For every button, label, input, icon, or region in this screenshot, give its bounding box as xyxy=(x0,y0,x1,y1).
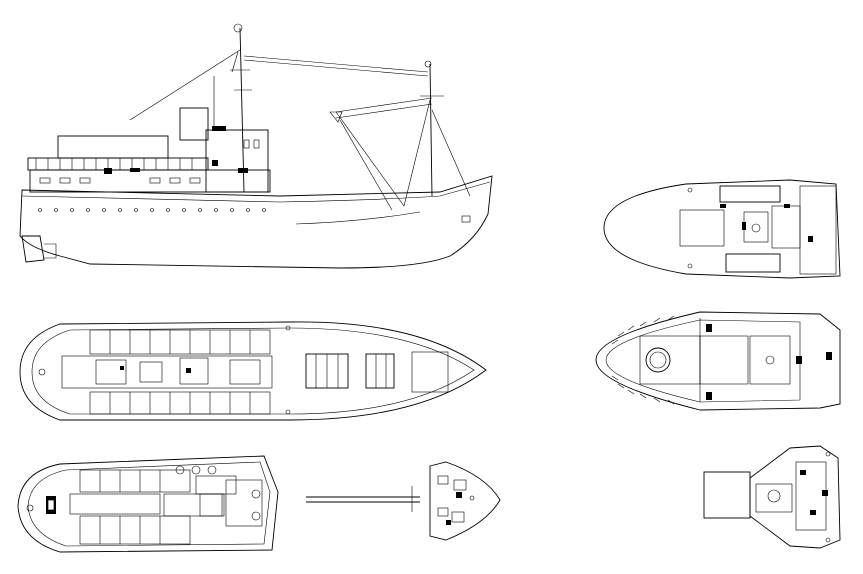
rudder xyxy=(44,243,57,259)
superstructure-windows xyxy=(39,139,260,184)
upper-deck-cabins xyxy=(61,329,273,415)
compass-deck-outline xyxy=(749,445,841,549)
side-elevation xyxy=(19,23,493,269)
rigging-forestay xyxy=(243,55,429,77)
bulwark-hatching xyxy=(611,315,675,405)
portholes xyxy=(38,208,266,212)
superstructure-rail xyxy=(27,157,209,171)
upper-deck-outline xyxy=(19,321,487,421)
main-deck-outline xyxy=(17,455,279,553)
fore-peak-outline xyxy=(429,461,501,541)
bridge-windows xyxy=(212,126,226,131)
forecastle-outline xyxy=(595,311,841,411)
forecastle-house-upper xyxy=(411,351,449,393)
stern-counter xyxy=(21,235,45,263)
compass-deck-plan xyxy=(703,445,841,549)
bridge-house xyxy=(205,129,269,193)
bridge-deck-outline xyxy=(603,179,841,279)
sheer-line xyxy=(21,181,491,203)
masthead-light xyxy=(233,23,243,33)
compass xyxy=(767,489,781,503)
rigging-aft xyxy=(129,49,241,130)
cargo-derricks xyxy=(335,97,471,211)
boat-deckhouse xyxy=(57,135,169,159)
bridge-rooms xyxy=(679,185,837,275)
upper-deck-plan xyxy=(19,321,487,421)
fore-peak-details xyxy=(411,475,475,525)
forecastle-plan xyxy=(595,311,841,411)
main-deck-rooms xyxy=(69,469,263,545)
railing-stanchions xyxy=(35,158,193,170)
lifeboat-starboard xyxy=(725,253,781,273)
mooring-bitts xyxy=(175,465,261,521)
rub-rail xyxy=(295,211,421,225)
bridge-deck-plan xyxy=(603,179,841,279)
main-mast xyxy=(239,27,245,193)
cargo-hatches xyxy=(305,353,395,389)
funnel xyxy=(179,107,209,141)
hull-outline xyxy=(19,175,493,269)
anchor-winch xyxy=(645,347,671,373)
wheelhouse-aft-block xyxy=(703,471,751,519)
shaft-line xyxy=(306,496,420,503)
tween-deck-plan xyxy=(306,461,501,541)
main-deck-plan xyxy=(17,455,279,553)
bulwark-inner xyxy=(605,319,801,403)
fore-mast xyxy=(429,63,433,197)
lifeboat-port xyxy=(719,185,781,203)
